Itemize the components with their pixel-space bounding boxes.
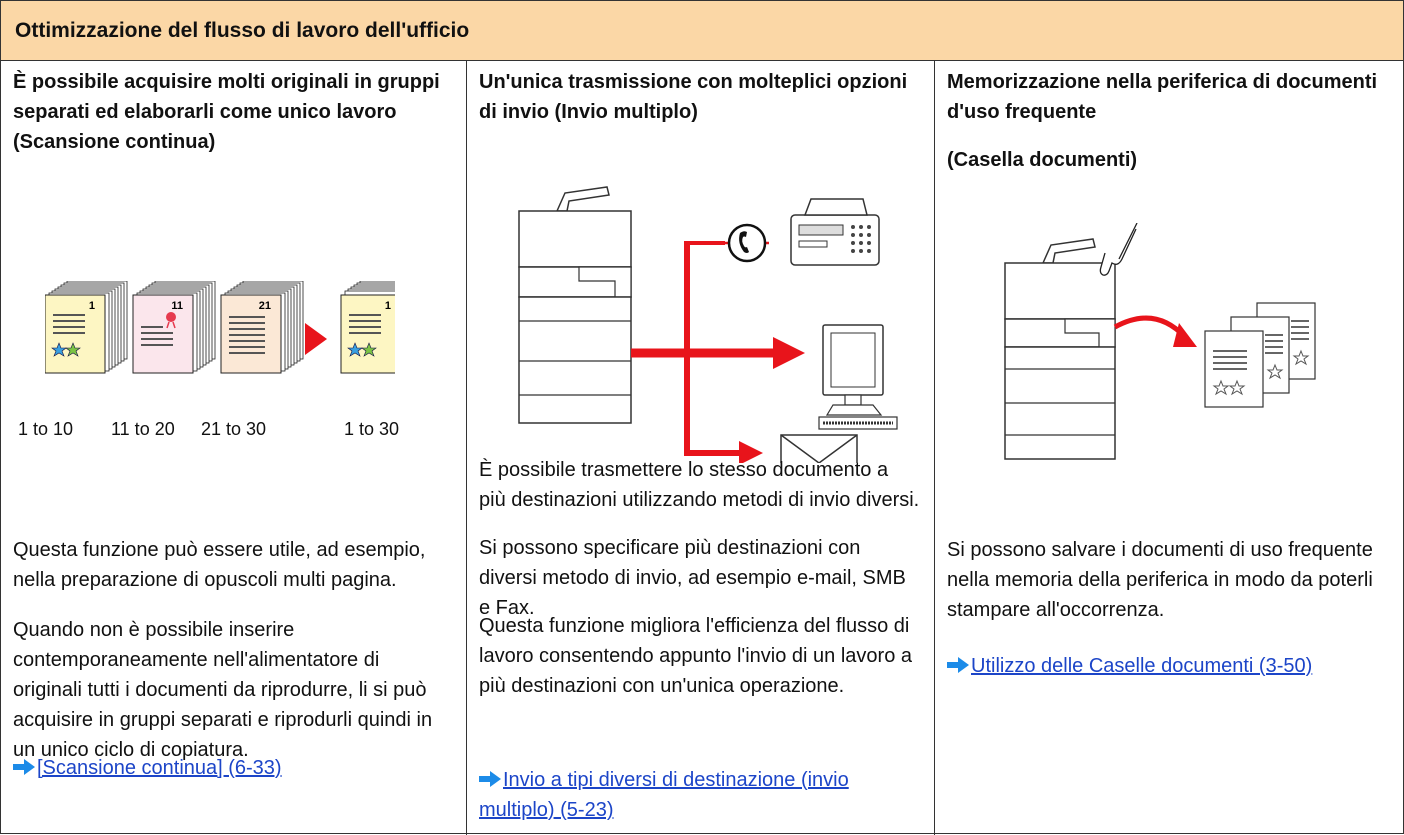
stack-caption: 21 to 30 bbox=[201, 419, 267, 439]
fax-machine-icon bbox=[790, 198, 880, 266]
stack-page-number: 1 bbox=[89, 300, 95, 312]
stack-caption: 1 to 10 bbox=[18, 419, 74, 439]
multi-send-illustration bbox=[518, 186, 898, 463]
multi-send-link[interactable]: Invio a tipi diversi di destinazione (in… bbox=[479, 769, 849, 821]
body-paragraph: Si possono salvare i documenti di uso fr… bbox=[947, 539, 1373, 621]
column-document-box: Memorizzazione nella periferica di docum… bbox=[935, 61, 1403, 835]
page-stack-2: 11 bbox=[132, 281, 216, 374]
arrow-right-icon bbox=[947, 657, 969, 673]
body-paragraph: Quando non è possibile inserire contempo… bbox=[13, 619, 433, 761]
hand-touch-icon bbox=[1099, 223, 1138, 276]
reference-link-row: Invio a tipi diversi di destinazione (in… bbox=[479, 765, 926, 825]
body-paragraph: Questa funzione può essere utile, ad ese… bbox=[13, 539, 426, 591]
computer-icon bbox=[818, 324, 898, 430]
phone-icon bbox=[727, 223, 767, 263]
stack-page-number: 21 bbox=[259, 300, 271, 312]
stored-documents-icon bbox=[1204, 302, 1316, 408]
column-multi-send: Un'unica trasmissione con molteplici opz… bbox=[467, 61, 935, 835]
column-continuous-scan: È possibile acquisire molti originali in… bbox=[1, 61, 467, 835]
play-arrow-icon bbox=[305, 323, 327, 355]
column-heading: Un'unica trasmissione con molteplici opz… bbox=[479, 71, 908, 123]
document-box-illustration bbox=[1004, 223, 1316, 460]
body-paragraph: È possibile trasmettere lo stesso docume… bbox=[479, 459, 920, 511]
column-heading: È possibile acquisire molti originali in… bbox=[13, 71, 440, 153]
arrow-right-icon bbox=[13, 759, 35, 775]
arrow-right-icon bbox=[479, 771, 501, 787]
stack-caption: 1 to 30 bbox=[344, 419, 400, 439]
column-heading: Memorizzazione nella periferica di docum… bbox=[947, 71, 1378, 123]
result-page-stack: 1 bbox=[340, 281, 395, 374]
page-title: Ottimizzazione del flusso di lavoro dell… bbox=[15, 19, 470, 42]
column-subheading: (Casella documenti) bbox=[947, 149, 1138, 171]
body-paragraph: Questa funzione migliora l'efficienza de… bbox=[479, 615, 913, 697]
page-stack-1: 1 bbox=[45, 281, 128, 374]
email-envelope-icon bbox=[780, 434, 858, 463]
reference-link-row: Utilizzo delle Caselle documenti (3-50) bbox=[947, 651, 1395, 681]
section-header: Ottimizzazione del flusso di lavoro dell… bbox=[1, 1, 1403, 61]
mfp-device bbox=[1004, 238, 1116, 460]
reference-link-row: [Scansione continua] (6-33) bbox=[13, 753, 458, 783]
continuous-scan-illustration: 1 11 21 bbox=[45, 281, 395, 374]
stack-caption: 11 to 20 bbox=[111, 419, 175, 439]
body-paragraph: Si possono specificare più destinazioni … bbox=[479, 537, 906, 619]
page-stack-3: 21 bbox=[220, 281, 304, 374]
continuous-scan-link[interactable]: [Scansione continua] (6-33) bbox=[37, 757, 282, 779]
mfp-device bbox=[518, 186, 632, 424]
document-box-link[interactable]: Utilizzo delle Caselle documenti (3-50) bbox=[971, 655, 1313, 677]
stack-page-number: 1 bbox=[385, 300, 391, 312]
stack-page-number: 11 bbox=[171, 300, 183, 312]
